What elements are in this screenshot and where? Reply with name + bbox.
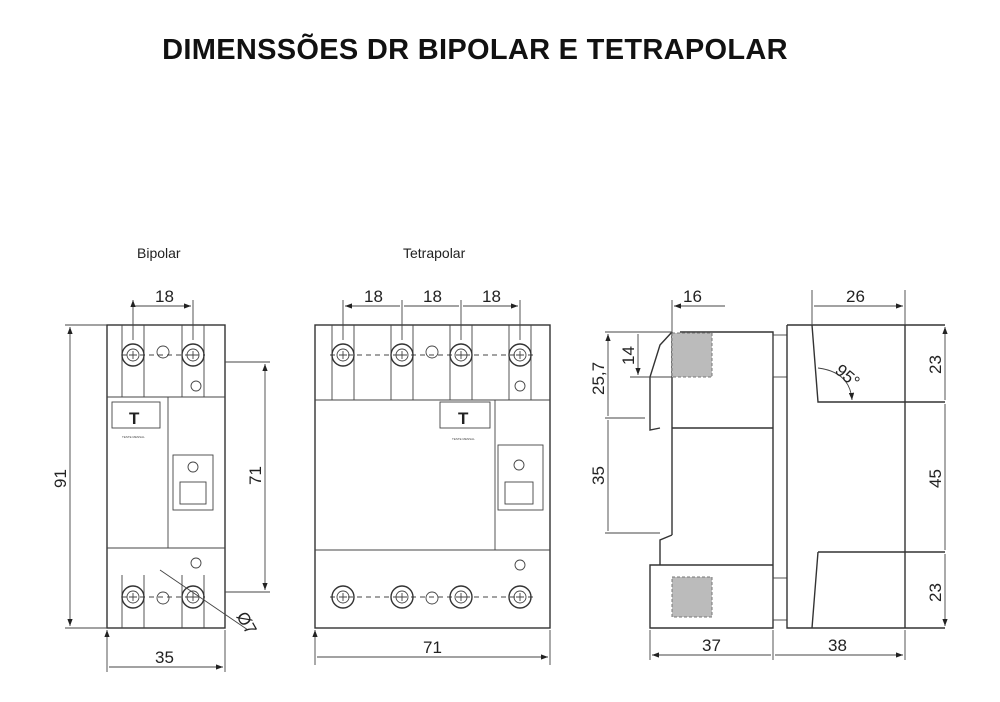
- dim-tetra-width: 71: [423, 638, 442, 657]
- dim-tetra-pitch-3: 18: [482, 287, 501, 306]
- dim-bipolar-height: 91: [51, 469, 70, 488]
- tetrapolar-label: Tetrapolar: [403, 245, 466, 261]
- dim-side-depth-right: 38: [828, 636, 847, 655]
- bipolar-test-label: TESTE MENSAL: [122, 435, 145, 439]
- bipolar-front-view: Bipolar T TESTE MENSAL 91 71 18 35 Ø7: [51, 245, 270, 672]
- dim-side-35: 35: [589, 466, 608, 485]
- dim-side-depth-left: 37: [702, 636, 721, 655]
- dim-side-angle: 95°: [831, 361, 863, 392]
- dim-bipolar-pitch: 18: [155, 287, 174, 306]
- dim-tetra-pitch-2: 18: [423, 287, 442, 306]
- dim-side-25-7: 25,7: [589, 362, 608, 395]
- dim-bipolar-mount: 71: [246, 466, 265, 485]
- page-title: DIMENSSÕES DR BIPOLAR E TETRAPOLAR: [162, 34, 788, 66]
- dim-side-45: 45: [926, 469, 945, 488]
- dim-tetra-pitch-1: 18: [364, 287, 383, 306]
- dim-side-23-top: 23: [926, 355, 945, 374]
- dim-side-23-bottom: 23: [926, 583, 945, 602]
- svg-text:T: T: [129, 409, 140, 428]
- dim-side-top-left: 16: [683, 287, 702, 306]
- svg-text:T: T: [458, 409, 469, 428]
- dim-side-14: 14: [619, 346, 638, 365]
- dim-side-top-right: 26: [846, 287, 865, 306]
- dim-bipolar-width: 35: [155, 648, 174, 667]
- side-view: 16 26 25,7 14 35 23 45 23 37 38 95°: [589, 287, 945, 660]
- bipolar-label: Bipolar: [137, 245, 181, 261]
- tetrapolar-test-label: TESTE MENSAL: [452, 437, 475, 441]
- tetrapolar-front-view: Tetrapolar T TESTE MENSAL 18 18 18 71: [315, 245, 550, 665]
- dim-bipolar-hole: Ø7: [233, 609, 261, 638]
